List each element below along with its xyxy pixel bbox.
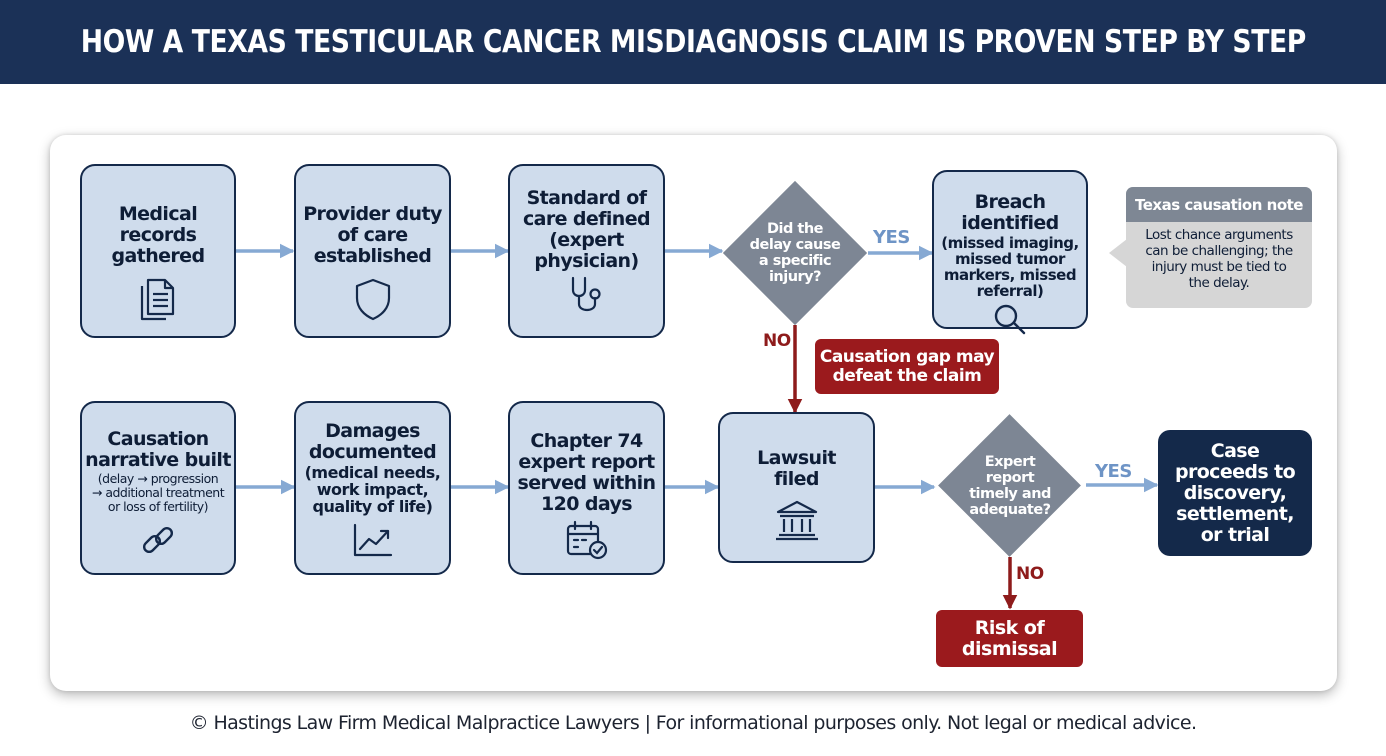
step-causation-narrative: Causation narrative built (delay → progr…: [80, 401, 236, 575]
step-detail: (medical needs, work impact, quality of …: [304, 463, 441, 516]
step-lawsuit-filed: Lawsuit filed: [718, 412, 875, 563]
step-detail: (delay → progression → additional treatm…: [91, 471, 225, 514]
no-label-causation: NO: [763, 331, 791, 351]
step-detail: (missed imaging, missed tumor markers, m…: [941, 234, 1079, 300]
link-icon: [138, 520, 178, 564]
step-label: Causation narrative built: [85, 428, 231, 471]
step-breach-identified: Breach identified (missed imaging, misse…: [932, 170, 1088, 335]
step-standard-of-care: Standard of care defined (expert physici…: [508, 164, 665, 338]
decision-expert-report: Expert report timely and adequate?: [934, 415, 1086, 557]
step-label: Provider duty of care established: [303, 203, 442, 267]
courthouse-icon: [774, 498, 820, 546]
step-provider-duty: Provider duty of care established: [294, 164, 451, 338]
trend-chart-icon: [351, 521, 395, 563]
note-body: Lost chance arguments can be challenging…: [1145, 227, 1293, 291]
decision-causation: Did the delay cause a specific injury?: [722, 181, 868, 325]
step-label: Standard of care defined (expert physici…: [522, 187, 651, 272]
yes-label-causation: YES: [873, 227, 910, 248]
causation-gap-box: Causation gap may defeat the claim: [815, 339, 999, 394]
dismissal-box: Risk of dismissal: [936, 610, 1083, 667]
step-damages-documented: Damages documented (medical needs, work …: [294, 401, 451, 575]
decision-question: Did the delay cause a specific injury?: [749, 221, 841, 285]
step-expert-report: Chapter 74 expert report served within 1…: [508, 401, 665, 575]
flowchart-card: [50, 135, 1337, 691]
step-medical-records: Medical records gathered: [80, 164, 236, 338]
step-label: Medical records gathered: [111, 203, 206, 267]
step-label: Chapter 74 expert report served within 1…: [517, 430, 657, 515]
header-banner: HOW A TEXAS TESTICULAR CANCER MISDIAGNOS…: [0, 0, 1386, 84]
note-pointer: [1109, 239, 1127, 267]
stethoscope-icon: [565, 274, 609, 322]
magnifier-icon: [990, 301, 1030, 341]
note-title: Texas causation note: [1126, 187, 1312, 222]
shield-icon: [353, 277, 393, 325]
decision-question: Expert report timely and adequate?: [969, 454, 1051, 518]
step-label: Lawsuit filed: [757, 447, 836, 490]
step-label: Breach identified: [961, 191, 1059, 234]
page-title: HOW A TEXAS TESTICULAR CANCER MISDIAGNOS…: [80, 24, 1306, 60]
calendar-check-icon: [564, 519, 610, 565]
yes-label-report: YES: [1095, 461, 1132, 482]
texas-causation-note: Texas causation note Lost chance argumen…: [1109, 187, 1312, 308]
case-proceeds-box: Case proceeds to discovery, settlement, …: [1158, 430, 1312, 556]
step-label: Damages documented: [308, 420, 437, 463]
no-label-report: NO: [1016, 564, 1044, 584]
document-icon: [137, 277, 179, 327]
footer-disclaimer: © Hastings Law Firm Medical Malpractice …: [189, 712, 1197, 734]
